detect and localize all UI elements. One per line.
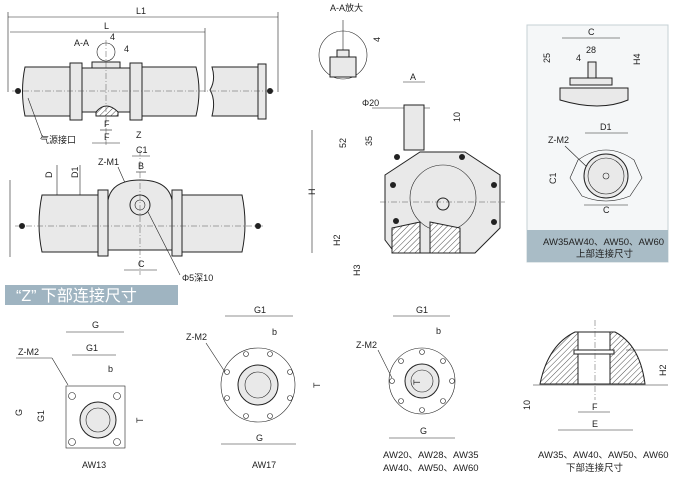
z-m2-label: Z-M2 bbox=[186, 332, 207, 342]
detail-dim-4: 4 bbox=[372, 37, 382, 42]
z-m1-label: Z-M1 bbox=[98, 157, 119, 167]
dim-4: 4 bbox=[110, 32, 115, 42]
dim-10: 10 bbox=[452, 112, 462, 122]
dim-H2: H2 bbox=[658, 364, 668, 376]
aw17-caption: AW17 bbox=[252, 460, 276, 470]
dim-b: b bbox=[272, 327, 277, 337]
dim-G: G bbox=[256, 433, 263, 443]
dim-25: 25 bbox=[542, 53, 552, 63]
dim-G1: G1 bbox=[86, 343, 98, 353]
dim-A: A bbox=[410, 72, 416, 82]
dim-B: B bbox=[138, 161, 144, 171]
aw13-caption: AW13 bbox=[82, 460, 106, 470]
dim-phi20: Φ20 bbox=[362, 98, 379, 108]
dim-C-top: C bbox=[588, 27, 595, 37]
dim-D: D bbox=[44, 171, 54, 178]
dim-4: 4 bbox=[576, 53, 581, 63]
plan-view: C1 B Z-M1 D D1 C Φ5深10 bbox=[9, 145, 265, 283]
dim-F-outer: F bbox=[104, 132, 110, 142]
front-view: L1 L A-A 4 4 气源接口 F F Z bbox=[7, 6, 279, 145]
aw17-flange: G1 b Z-M2 T G AW17 bbox=[186, 305, 322, 470]
dim-52: 52 bbox=[338, 138, 348, 148]
panel-caption-models: AW35AW40、AW50、AW60 bbox=[543, 237, 664, 248]
dim-b: b bbox=[436, 326, 441, 336]
dim-H2: H2 bbox=[332, 234, 342, 246]
dim-G-vertical: G bbox=[14, 409, 24, 416]
dim-L: L bbox=[104, 21, 109, 31]
dim-L1: L1 bbox=[136, 6, 146, 16]
air-port-label: 气源接口 bbox=[40, 134, 76, 145]
panel-caption-title: 上部连接尺寸 bbox=[576, 248, 634, 260]
dim-Z: Z bbox=[136, 130, 142, 140]
dim-28: 28 bbox=[586, 45, 596, 55]
dim-E: E bbox=[592, 419, 598, 429]
z-m2-label: Z-M2 bbox=[18, 347, 39, 357]
dim-F: F bbox=[592, 402, 598, 412]
section-caption-title: 下部连接尺寸 bbox=[566, 462, 624, 474]
z-m2-label: Z-M2 bbox=[356, 340, 377, 350]
banner-title: “Z” 下部连接尺寸 bbox=[16, 287, 137, 305]
hole-label: Φ5深10 bbox=[182, 273, 213, 283]
aw13-flange: G G1 b Z-M2 G G1 T AW13 bbox=[14, 320, 145, 470]
dim-T: T bbox=[135, 417, 145, 423]
aw20-caption-line1: AW20、AW28、AW35 bbox=[383, 450, 479, 461]
dim-C: C bbox=[138, 259, 145, 269]
dim-35: 35 bbox=[364, 136, 374, 146]
dim-G1: G1 bbox=[416, 305, 428, 315]
upper-connection-panel: C 28 4 25 H4 D1 Z-M2 C1 C AW35AW40、AW50、… bbox=[526, 24, 669, 263]
dim-T: T bbox=[412, 379, 422, 385]
dim-G1-vertical: G1 bbox=[36, 410, 46, 422]
dim-H3: H3 bbox=[352, 264, 362, 276]
aw20-flange: G1 b Z-M2 T G AW20、AW28、AW35 AW40、AW50、A… bbox=[356, 305, 479, 474]
section-caption-models: AW35、AW40、AW50、AW60 bbox=[538, 450, 669, 461]
dim-H: H bbox=[307, 189, 317, 196]
dim-C-bottom: C bbox=[603, 205, 610, 215]
dim-b: b bbox=[108, 364, 113, 374]
dim-G: G bbox=[92, 320, 99, 330]
dim-4: 4 bbox=[124, 44, 129, 54]
dim-G: G bbox=[420, 426, 427, 436]
dim-F-inner: F bbox=[104, 119, 110, 129]
side-view: A-A放大 4 A Φ20 10 52 35 H H2 H3 bbox=[307, 2, 505, 276]
detail-title: A-A放大 bbox=[330, 2, 363, 13]
dim-C1: C1 bbox=[136, 145, 148, 155]
section-mark-AA: A-A bbox=[74, 38, 89, 48]
dim-G1: G1 bbox=[254, 305, 266, 315]
dim-H4: H4 bbox=[632, 53, 642, 65]
dim-D1: D1 bbox=[600, 122, 612, 132]
z-m2-label: Z-M2 bbox=[548, 135, 569, 145]
dim-D1: D1 bbox=[70, 166, 80, 178]
dim-T: T bbox=[312, 382, 322, 388]
dim-C1: C1 bbox=[548, 172, 558, 184]
bottom-connection-banner bbox=[5, 285, 178, 305]
lower-connection-section: H2 10 F E AW35、AW40、AW50、AW60 下部连接尺寸 bbox=[522, 320, 669, 474]
dim-10: 10 bbox=[522, 400, 532, 410]
aw20-caption-line2: AW40、AW50、AW60 bbox=[383, 463, 479, 474]
